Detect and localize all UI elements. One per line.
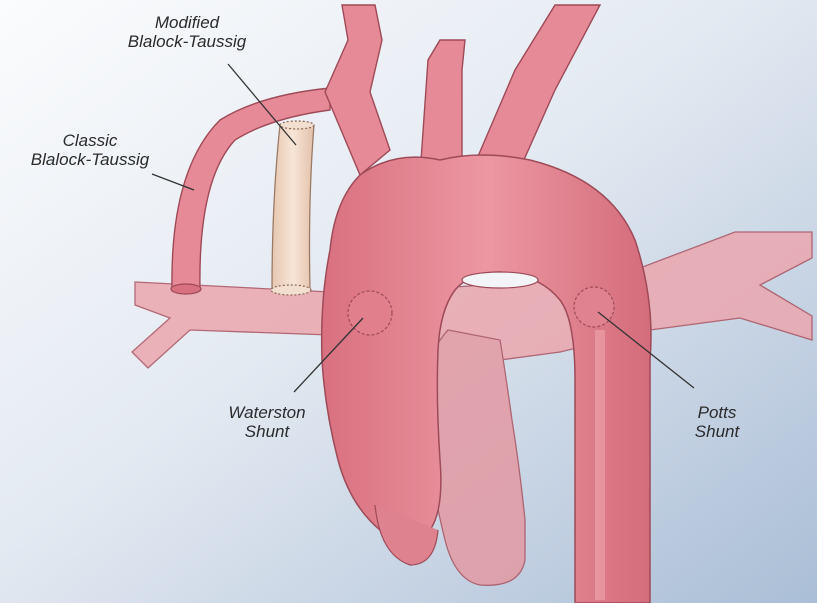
label-potts: Potts Shunt (682, 403, 752, 441)
modified-bt-graft (271, 121, 314, 295)
waterston-shunt-marker (348, 291, 392, 335)
label-modified-bt-line1: Modified (112, 13, 262, 32)
label-waterston: Waterston Shunt (212, 403, 322, 441)
label-potts-line1: Potts (682, 403, 752, 422)
label-modified-bt: Modified Blalock-Taussig (112, 13, 262, 51)
label-classic-bt: Classic Blalock-Taussig (20, 131, 160, 169)
label-classic-bt-line2: Blalock-Taussig (20, 150, 160, 169)
label-classic-bt-line1: Classic (20, 131, 160, 150)
label-waterston-line2: Shunt (212, 422, 322, 441)
label-potts-line2: Shunt (682, 422, 752, 441)
arch-opening (462, 272, 538, 288)
label-waterston-line1: Waterston (212, 403, 322, 422)
label-modified-bt-line2: Blalock-Taussig (112, 32, 262, 51)
potts-shunt-marker (574, 287, 614, 327)
classic-bt-anastomosis (171, 284, 201, 294)
